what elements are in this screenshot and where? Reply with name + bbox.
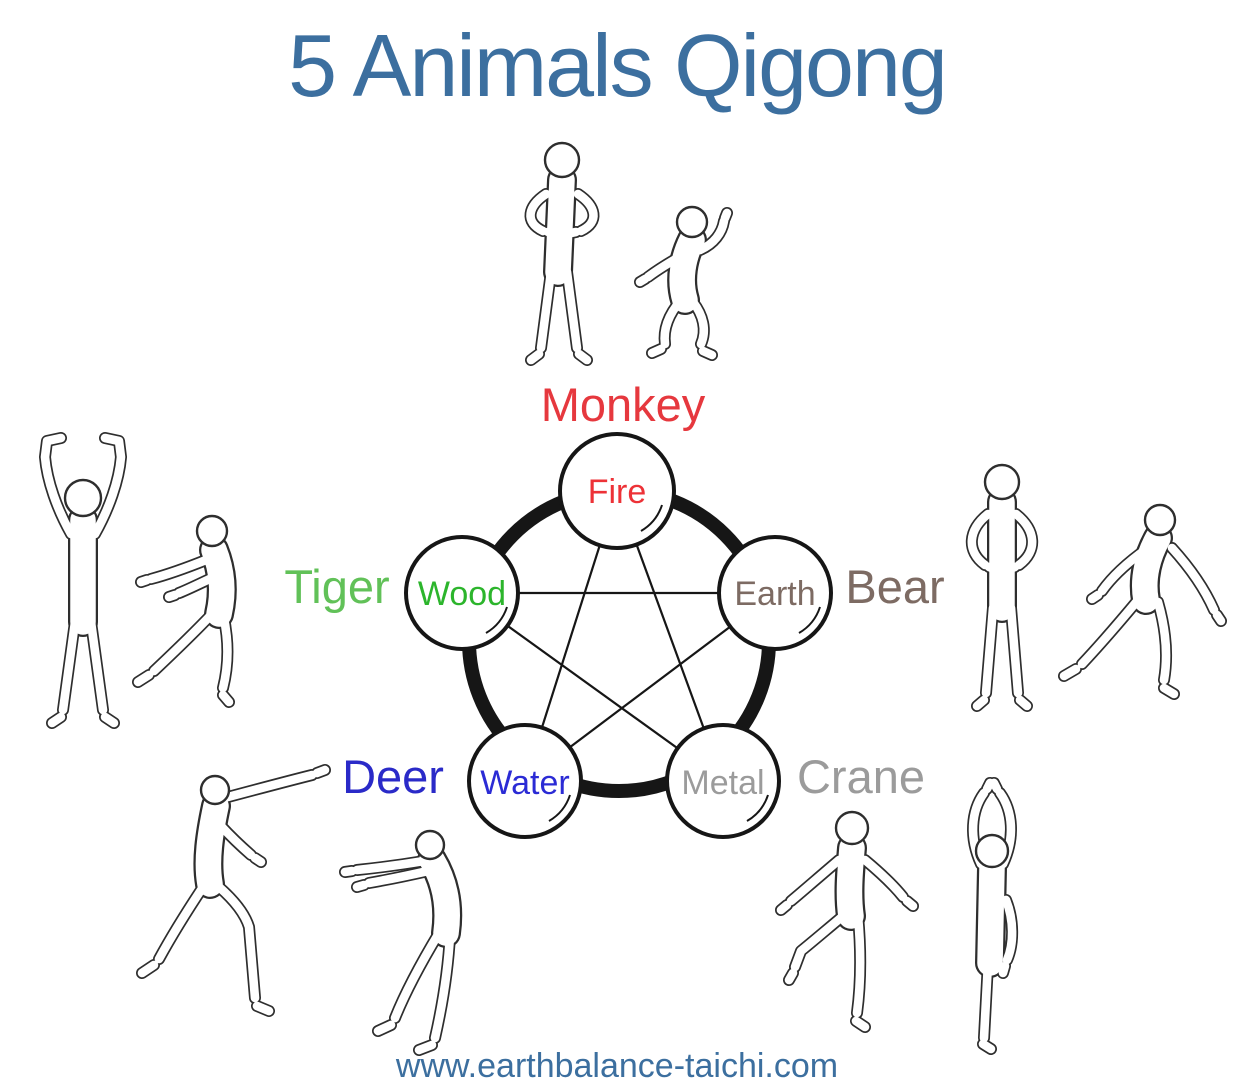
website-url: www.earthbalance-taichi.com <box>395 1047 838 1085</box>
element-label-wood: Wood <box>418 575 506 613</box>
element-node-fire: Fire <box>558 432 676 550</box>
qigong-pose-monkey-standing-icon <box>524 141 600 366</box>
five-element-wheel: Fire Wood Earth Water Metal <box>404 432 833 839</box>
animal-label-bear: Bear <box>845 560 944 613</box>
element-label-fire: Fire <box>588 473 647 511</box>
animal-label-tiger: Tiger <box>284 560 389 613</box>
animal-label-deer: Deer <box>342 750 444 803</box>
qigong-pose-deer-bow-icon <box>339 829 463 1056</box>
animal-label-crane: Crane <box>797 750 925 803</box>
qigong-pose-tiger-arms-raised-icon <box>39 432 127 729</box>
element-node-earth: Earth <box>717 535 833 651</box>
element-node-water: Water <box>467 723 583 839</box>
qigong-pose-tiger-leaning-icon <box>132 514 237 708</box>
element-label-earth: Earth <box>734 575 815 613</box>
qigong-pose-crane-arms-up-icon <box>967 777 1019 1055</box>
element-node-metal: Metal <box>665 723 781 839</box>
qigong-pose-monkey-crouching-icon <box>634 205 733 361</box>
animal-label-monkey: Monkey <box>541 378 706 431</box>
qigong-pose-bear-wide-stance-icon <box>1058 503 1227 700</box>
element-node-wood: Wood <box>404 535 520 651</box>
element-label-metal: Metal <box>681 764 764 802</box>
qigong-pose-deer-lunge-icon <box>136 764 331 1017</box>
qigong-pose-bear-standing-icon <box>965 463 1039 712</box>
qigong-pose-crane-balance-icon <box>775 810 919 1033</box>
element-label-water: Water <box>480 764 569 802</box>
page-title: 5 Animals Qigong <box>288 16 946 115</box>
